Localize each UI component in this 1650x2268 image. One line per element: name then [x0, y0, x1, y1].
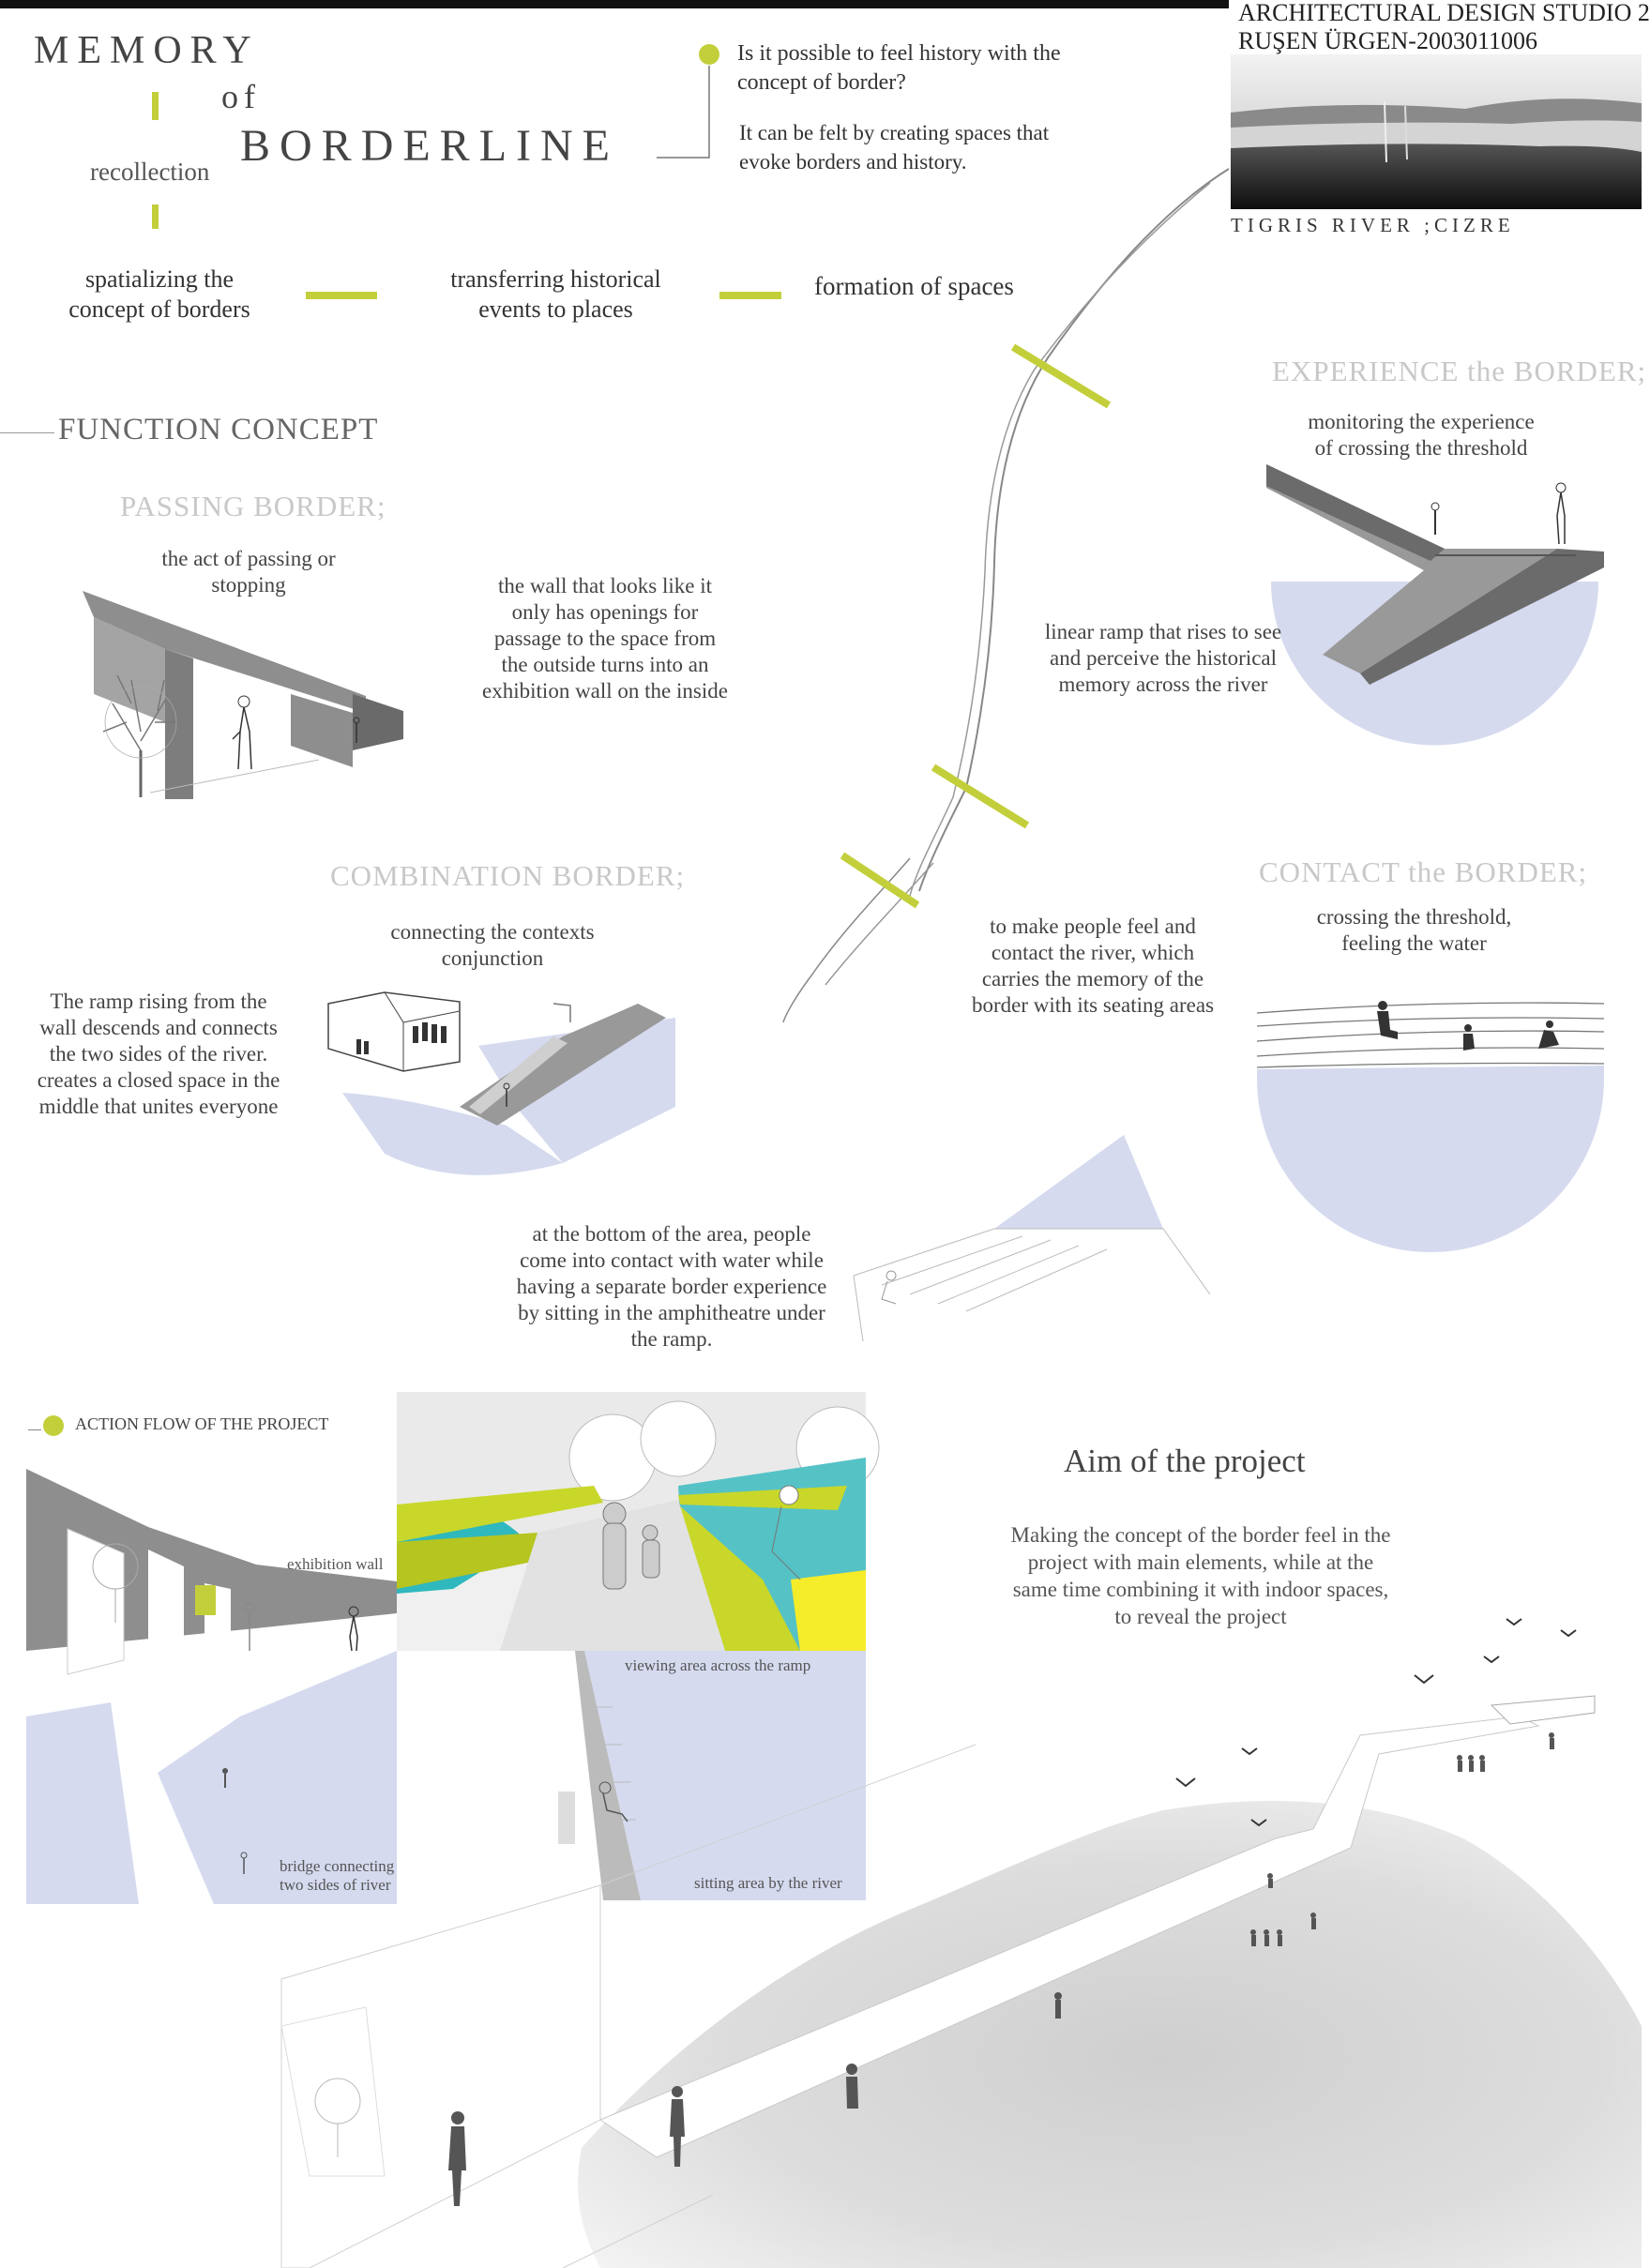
amphitheatre-drawing: [853, 1135, 1211, 1342]
experience-heading: EXPERIENCE the BORDER;: [1272, 355, 1647, 387]
label-exhibition-wall: exhibition wall: [287, 1555, 384, 1573]
exhibition-wall-view: [26, 1463, 397, 1904]
passing-border-drawing: [83, 591, 403, 799]
answer-text: It can be felt by creating spaces that e…: [739, 121, 1050, 174]
question-bullet: [699, 44, 719, 65]
viewing-area-view: [397, 1392, 880, 1651]
aim-text: Making the concept of the border feel in…: [1010, 1523, 1391, 1628]
label-viewing-area: viewing area across the ramp: [625, 1656, 811, 1674]
aim-heading: Aim of the project: [1064, 1443, 1306, 1479]
accent-bar: [152, 92, 159, 120]
main-perspective: [280, 1618, 1642, 2268]
flow-step-2: transferring historical events to places: [450, 265, 661, 323]
passing-act-text: the act of passing or stopping: [161, 547, 336, 597]
title-memory: MEMORY: [34, 29, 260, 72]
question-text: Is it possible to feel history with the …: [737, 41, 1061, 95]
experience-ramp-text: linear ramp that rises to see and percei…: [1044, 620, 1282, 696]
experience-monitor-text: monitoring the experience of crossing th…: [1308, 410, 1535, 460]
contact-heading: CONTACT the BORDER;: [1259, 855, 1588, 888]
contact-crossing-text: crossing the threshold, feeling the wate…: [1316, 905, 1512, 955]
studio-title: ARCHITECTURAL DESIGN STUDIO 2: [1238, 0, 1650, 26]
label-bridge: bridge connecting two sides of river: [280, 1857, 395, 1894]
accent-bar: [152, 204, 159, 229]
top-rule: [0, 0, 1229, 8]
action-bullet: [43, 1415, 64, 1436]
title-of: of: [221, 78, 261, 115]
river-photo: [1231, 54, 1642, 209]
passing-heading: PASSING BORDER;: [120, 490, 386, 522]
contact-feel-text: to make people feel and contact the rive…: [971, 915, 1215, 1017]
title-recollection: recollection: [90, 158, 210, 186]
combination-ramp-text: The ramp rising from the wall descends a…: [37, 990, 280, 1118]
title-borderline: BORDERLINE: [240, 121, 619, 171]
combination-contexts-text: connecting the contexts conjunction: [390, 920, 595, 970]
action-flow-rule: [28, 1429, 41, 1430]
photo-caption: TIGRIS RIVER ;CIZRE: [1231, 214, 1515, 236]
passing-wall-text: the wall that looks like it only has ope…: [482, 574, 728, 703]
contact-border-drawing: [1256, 1001, 1605, 1252]
sitting-area-view: [397, 1651, 866, 1900]
flow-dash: [719, 292, 781, 299]
flow-dash: [306, 292, 377, 299]
function-rule: [0, 432, 54, 433]
experience-border-drawing: [1266, 464, 1604, 746]
amphitheatre-text: at the bottom of the area, people come i…: [516, 1222, 827, 1351]
action-flow-heading: ACTION FLOW OF THE PROJECT: [75, 1414, 329, 1433]
flow-step-3: formation of spaces: [814, 272, 1014, 300]
flow-step-1: spatializing the concept of borders: [68, 265, 250, 323]
author-name: RUŞEN ÜRGEN-2003011006: [1238, 27, 1537, 54]
combination-heading: COMBINATION BORDER;: [330, 859, 686, 892]
label-sitting-area: sitting area by the river: [694, 1874, 842, 1892]
combination-border-drawing: [327, 991, 675, 1175]
function-concept-heading: FUNCTION CONCEPT: [58, 413, 379, 446]
